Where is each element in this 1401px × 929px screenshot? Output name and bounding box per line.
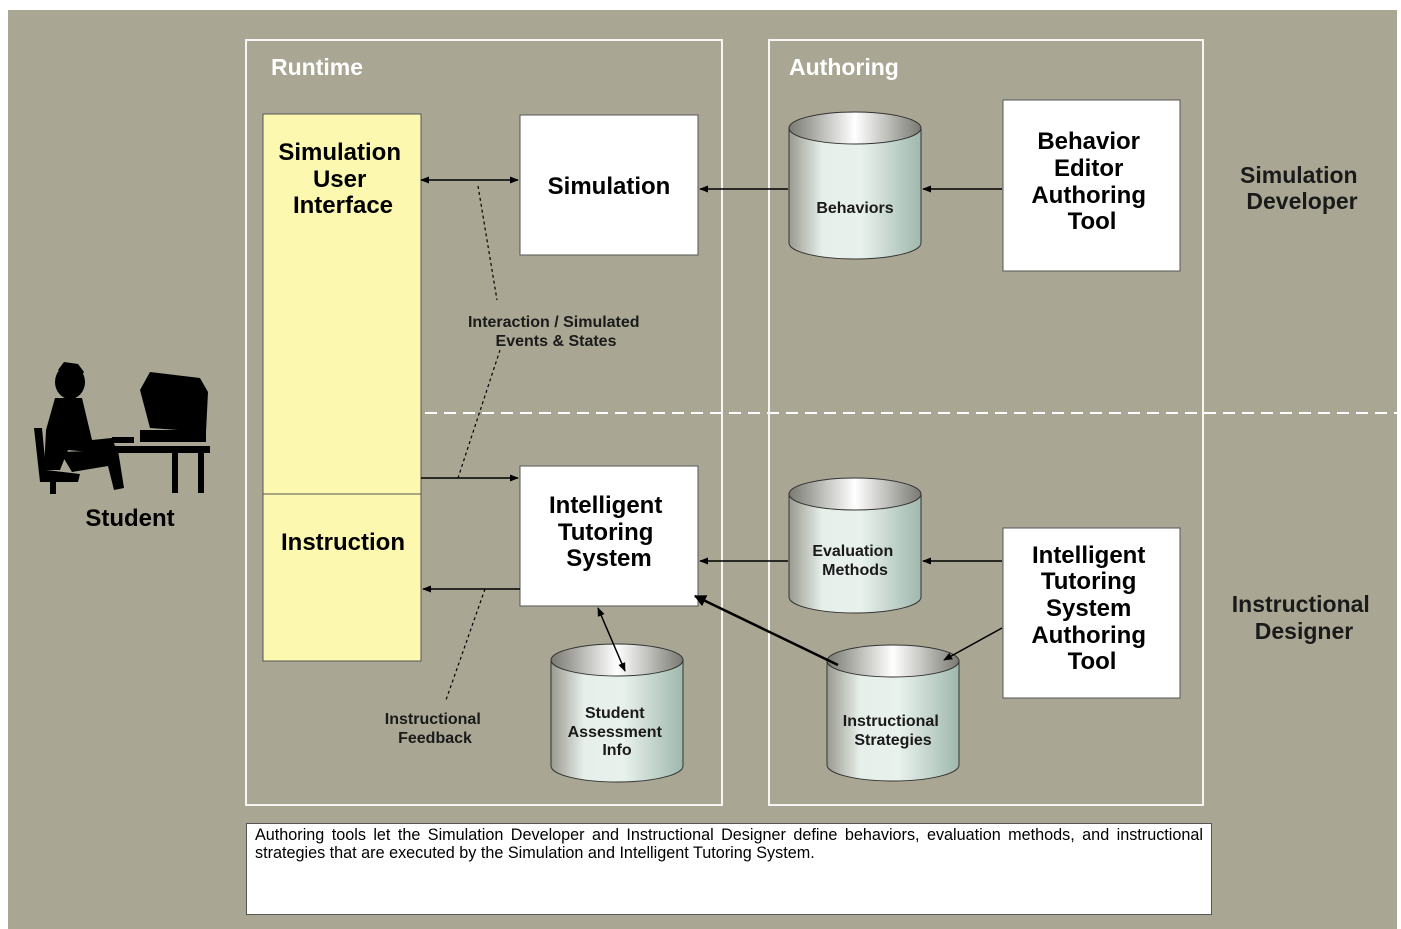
instructional-strategies-store: Instructional Strategies bbox=[826, 644, 960, 782]
runtime-region bbox=[245, 39, 723, 806]
student-at-computer-icon bbox=[34, 362, 210, 494]
behaviors-label: Behaviors bbox=[816, 200, 893, 217]
sim-ui-label: Simulation User Interface bbox=[278, 139, 407, 219]
instruction-label: Instruction bbox=[281, 529, 405, 556]
diagram-background bbox=[8, 10, 1397, 929]
instructional-designer-label: Instructional Designer bbox=[1232, 591, 1376, 644]
evaluation-methods-label: Evaluation Methods bbox=[812, 543, 897, 579]
runtime-title: Runtime bbox=[271, 54, 363, 80]
simulation-box bbox=[519, 114, 699, 256]
authoring-region bbox=[768, 39, 1204, 806]
instruction-module bbox=[262, 493, 422, 662]
feedback-label: Instructional Feedback bbox=[385, 711, 485, 747]
its-authoring-box bbox=[1002, 527, 1181, 699]
evaluation-methods-store: Evaluation Methods bbox=[788, 477, 922, 614]
instructional-strategies-label: Instructional Strategies bbox=[843, 713, 943, 749]
student-label: Student bbox=[85, 505, 174, 532]
authoring-title: Authoring bbox=[789, 54, 899, 80]
caption-text: Authoring tools let the Simulation Devel… bbox=[246, 823, 1212, 915]
interaction-callout-line-lower bbox=[457, 349, 501, 479]
interaction-callout-line bbox=[477, 185, 498, 301]
behavior-editor-label: Behavior Editor Authoring Tool bbox=[1031, 128, 1152, 235]
behavior-editor-box bbox=[1002, 99, 1181, 272]
its-authoring-label: Intelligent Tutoring System Authoring To… bbox=[1031, 542, 1152, 675]
sim-ui-module bbox=[262, 113, 422, 495]
simulation-label: Simulation bbox=[548, 173, 671, 200]
student-assessment-store: Student Assessment Info bbox=[550, 643, 684, 783]
sim-developer-label: Simulation Developer bbox=[1240, 162, 1364, 214]
arrow-strategies-its bbox=[693, 594, 839, 667]
arrow-itsauthor-strategies bbox=[943, 627, 1003, 661]
interaction-label: Interaction / Simulated Events & States bbox=[468, 314, 644, 350]
its-label: Intelligent Tutoring System bbox=[549, 492, 669, 572]
student-assessment-label: Student Assessment Info bbox=[568, 705, 667, 759]
its-box bbox=[519, 465, 699, 607]
arrow-its-assessment bbox=[597, 607, 626, 672]
feedback-callout-line bbox=[445, 588, 486, 701]
behaviors-store: Behaviors bbox=[788, 111, 922, 260]
